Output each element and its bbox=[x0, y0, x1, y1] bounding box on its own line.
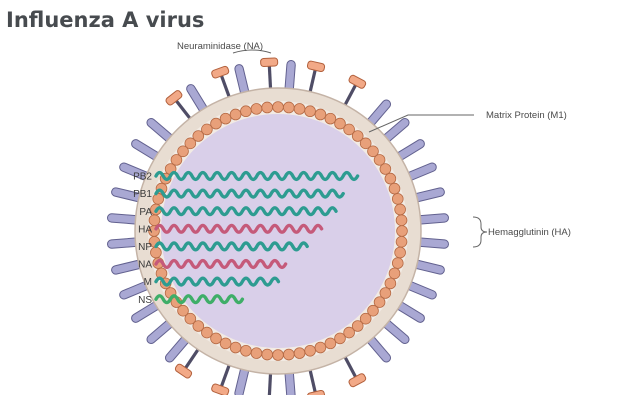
matrix-protein-bead bbox=[211, 118, 222, 129]
segment-label: NP bbox=[138, 242, 152, 253]
matrix-protein-bead bbox=[396, 215, 407, 226]
segment-label: HA bbox=[138, 224, 152, 235]
matrix-protein-bead bbox=[220, 113, 231, 124]
matrix-protein-bead bbox=[251, 348, 262, 359]
matrix-protein-bead bbox=[283, 349, 294, 360]
matrix-protein-bead bbox=[315, 109, 326, 120]
matrix-protein-bead bbox=[392, 258, 403, 269]
matrix-protein-bead bbox=[335, 333, 346, 344]
matrix-protein-bead bbox=[273, 350, 284, 361]
matrix-protein-bead bbox=[273, 102, 284, 113]
neuraminidase-label: Neuraminidase (NA) bbox=[177, 41, 263, 52]
segment-label: PA bbox=[139, 207, 152, 218]
matrix-protein-bead bbox=[241, 106, 252, 117]
matrix-protein-bead bbox=[230, 109, 241, 120]
ha-label-brace bbox=[473, 217, 487, 247]
diagram-title: Influenza A virus bbox=[6, 8, 204, 32]
matrix-protein-bead bbox=[325, 338, 336, 349]
matrix-protein-bead bbox=[294, 103, 305, 114]
matrix-callout-line bbox=[369, 115, 474, 132]
matrix-protein-bead bbox=[389, 268, 400, 279]
matrix-protein-bead bbox=[397, 226, 408, 237]
matrix-protein-bead bbox=[315, 342, 326, 353]
matrix-protein-bead bbox=[395, 204, 406, 215]
matrix-protein-bead bbox=[283, 102, 294, 113]
segment-label: M bbox=[144, 277, 152, 288]
segment-label: NA bbox=[138, 260, 152, 271]
matrix-protein-bead bbox=[294, 348, 305, 359]
matrix-protein-bead bbox=[380, 164, 391, 175]
matrix-protein-bead bbox=[230, 342, 241, 353]
matrix-protein-bead bbox=[305, 106, 316, 117]
matrix-protein-bead bbox=[385, 173, 396, 184]
matrix-protein-bead bbox=[389, 183, 400, 194]
matrix-protein-bead bbox=[395, 247, 406, 258]
matrix-protein-bead bbox=[262, 349, 273, 360]
matrix-protein-bead bbox=[153, 194, 164, 205]
matrix-protein-label: Matrix Protein (M1) bbox=[486, 110, 567, 121]
matrix-protein-bead bbox=[241, 345, 252, 356]
matrix-protein-bead bbox=[262, 102, 273, 113]
matrix-protein-bead bbox=[150, 247, 161, 258]
matrix-protein-bead bbox=[325, 113, 336, 124]
segment-label: NS bbox=[138, 295, 152, 306]
matrix-protein-bead bbox=[305, 345, 316, 356]
matrix-protein-bead bbox=[220, 338, 231, 349]
matrix-protein-bead bbox=[392, 194, 403, 205]
matrix-protein-bead bbox=[396, 236, 407, 247]
matrix-protein-bead bbox=[385, 278, 396, 289]
matrix-protein-bead bbox=[251, 103, 262, 114]
segment-label: PB2 bbox=[133, 172, 152, 183]
segment-label: PB1 bbox=[133, 189, 152, 200]
hemagglutinin-label: Hemagglutinin (HA) bbox=[488, 227, 571, 238]
